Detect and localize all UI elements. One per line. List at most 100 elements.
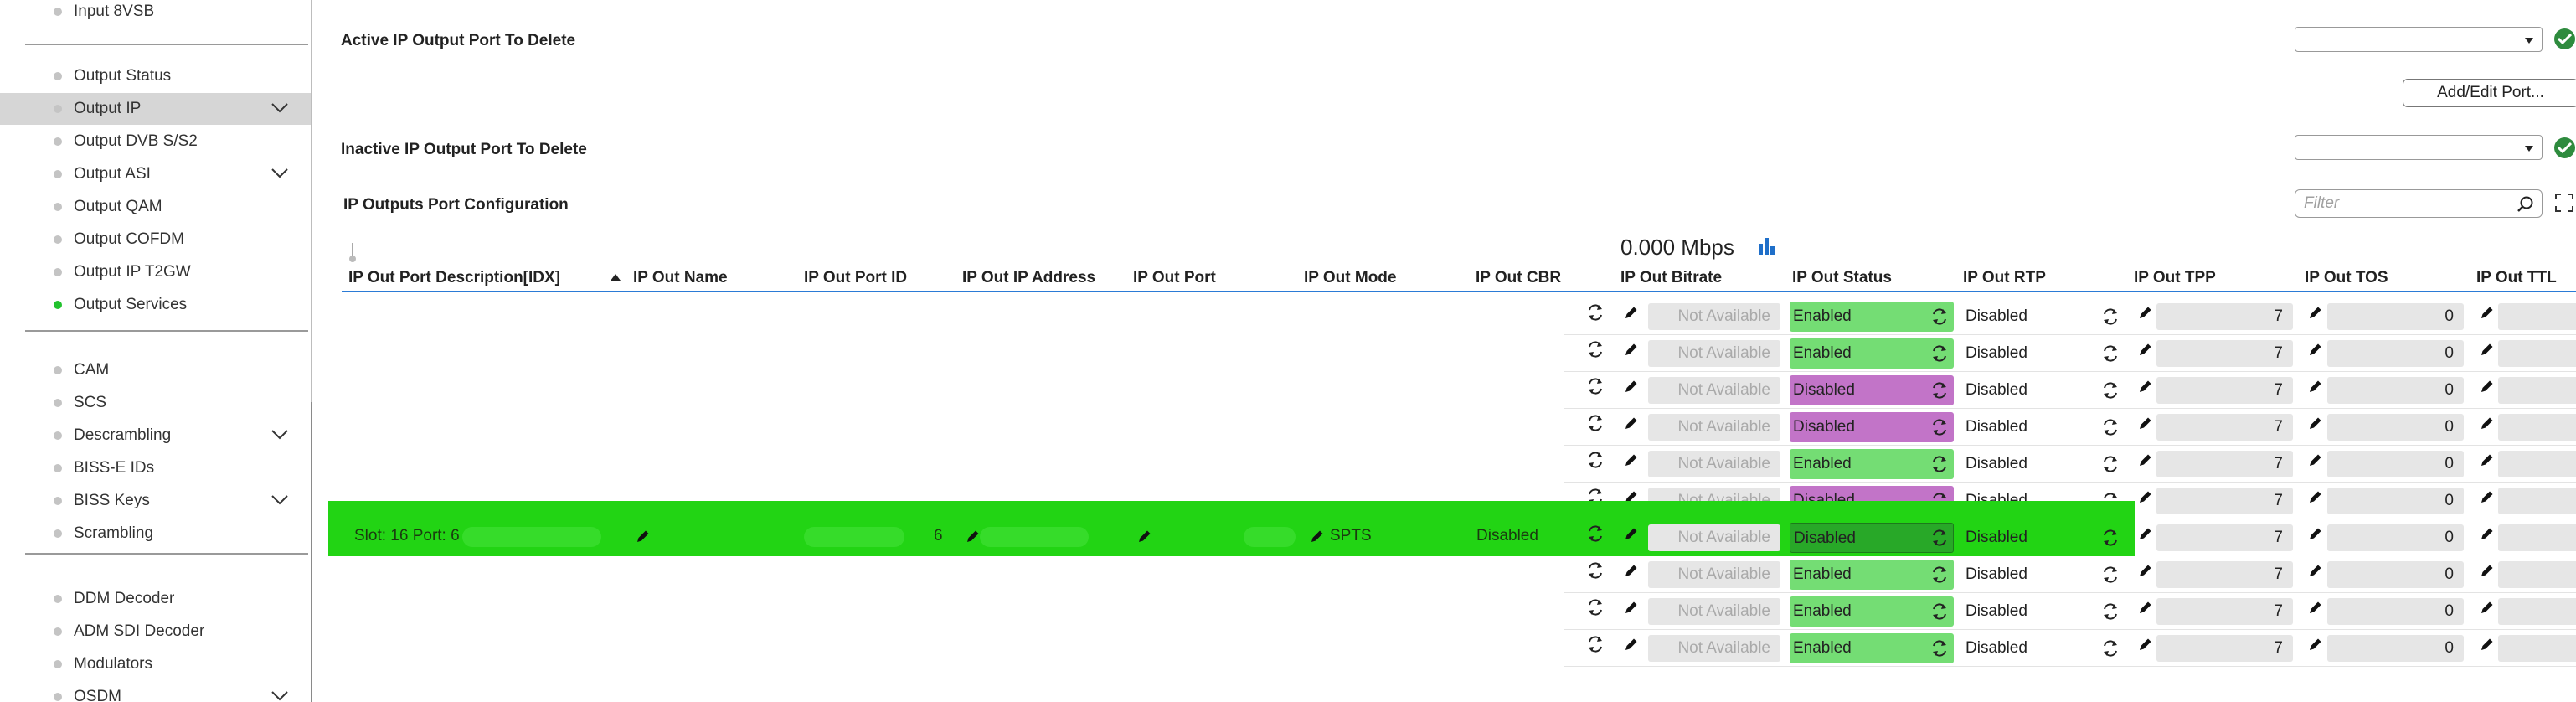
sidebar-item-biss-keys[interactable]: BISS Keys <box>0 485 311 517</box>
tos-field[interactable]: 0 <box>2327 414 2464 441</box>
sidebar-item-osdm[interactable]: OSDM <box>0 681 311 702</box>
ip-address-field[interactable] <box>980 527 1089 547</box>
status-toggle[interactable]: Enabled <box>1790 560 1954 590</box>
edit-bitrate-pencil-icon[interactable] <box>1623 304 1640 321</box>
sidebar-item-output-ip-t2gw[interactable]: Output IP T2GW <box>0 256 311 288</box>
refresh-rtp-icon[interactable] <box>2101 418 2120 436</box>
sidebar-item-scrambling[interactable]: Scrambling <box>0 518 311 550</box>
edit-tos-pencil-icon[interactable] <box>2307 636 2324 653</box>
edit-tos-pencil-icon[interactable] <box>2307 341 2324 358</box>
search-icon[interactable] <box>2517 195 2535 214</box>
refresh-cbr-icon[interactable] <box>1586 598 1605 617</box>
edit-ttl-pencil-icon[interactable] <box>2479 599 2496 616</box>
refresh-rtp-icon[interactable] <box>2101 602 2120 621</box>
edit-tos-pencil-icon[interactable] <box>2307 599 2324 616</box>
edit-tpp-pencil-icon[interactable] <box>2137 304 2154 321</box>
sidebar-item-scs[interactable]: SCS <box>0 387 311 419</box>
sidebar-item-modulators[interactable]: Modulators <box>0 648 311 680</box>
refresh-cbr-icon[interactable] <box>1586 561 1605 580</box>
edit-tos-pencil-icon[interactable] <box>2307 304 2324 321</box>
refresh-rtp-icon[interactable] <box>2101 455 2120 473</box>
status-toggle[interactable]: Disabled <box>1790 523 1954 553</box>
tos-field[interactable]: 0 <box>2327 598 2464 625</box>
sidebar-item-ddm-decoder[interactable]: DDM Decoder <box>0 583 311 615</box>
sidebar-item-descrambling[interactable]: Descrambling <box>0 420 311 452</box>
tos-field[interactable]: 0 <box>2327 635 2464 662</box>
edit-tos-pencil-icon[interactable] <box>2307 525 2324 542</box>
edit-port-pencil-icon[interactable] <box>1136 528 1153 545</box>
edit-tpp-pencil-icon[interactable] <box>2137 525 2154 542</box>
ttl-field[interactable] <box>2498 561 2576 588</box>
refresh-status-icon[interactable] <box>1930 565 1949 584</box>
edit-tpp-pencil-icon[interactable] <box>2137 488 2154 505</box>
tpp-field[interactable]: 7 <box>2156 524 2293 551</box>
refresh-status-icon[interactable] <box>1930 418 1949 436</box>
edit-bitrate-pencil-icon[interactable] <box>1623 378 1640 395</box>
tos-field[interactable]: 0 <box>2327 340 2464 367</box>
edit-tpp-pencil-icon[interactable] <box>2137 636 2154 653</box>
tpp-field[interactable]: 7 <box>2156 303 2293 330</box>
edit-bitrate-pencil-icon[interactable] <box>1623 562 1640 579</box>
refresh-cbr-icon[interactable] <box>1586 340 1605 359</box>
edit-tpp-pencil-icon[interactable] <box>2137 452 2154 468</box>
status-toggle[interactable]: Enabled <box>1790 449 1954 479</box>
edit-tos-pencil-icon[interactable] <box>2307 415 2324 431</box>
sidebar-item-input-8vsb[interactable]: Input 8VSB <box>0 0 311 28</box>
sidebar-item-output-asi[interactable]: Output ASI <box>0 158 311 190</box>
tpp-field[interactable]: 7 <box>2156 414 2293 441</box>
chevron-down-icon[interactable] <box>270 429 289 441</box>
refresh-rtp-icon[interactable] <box>2101 344 2120 363</box>
edit-ttl-pencil-icon[interactable] <box>2479 562 2496 579</box>
edit-ttl-pencil-icon[interactable] <box>2479 488 2496 505</box>
edit-ttl-pencil-icon[interactable] <box>2479 636 2496 653</box>
tpp-field[interactable]: 7 <box>2156 340 2293 367</box>
status-toggle[interactable]: Enabled <box>1790 302 1954 332</box>
column-header-ip-out-port[interactable]: IP Out Port <box>1133 269 1216 286</box>
filter-field[interactable] <box>2295 189 2543 218</box>
tos-field[interactable]: 0 <box>2327 303 2464 330</box>
edit-ttl-pencil-icon[interactable] <box>2479 525 2496 542</box>
tos-field[interactable]: 0 <box>2327 451 2464 477</box>
tpp-field[interactable]: 7 <box>2156 451 2293 477</box>
refresh-rtp-icon[interactable] <box>2101 639 2120 658</box>
edit-bitrate-pencil-icon[interactable] <box>1623 488 1640 505</box>
chevron-down-icon[interactable] <box>270 494 289 506</box>
sidebar-item-output-qam[interactable]: Output QAM <box>0 191 311 223</box>
ttl-field[interactable] <box>2498 598 2576 625</box>
confirm-inactive-delete-icon[interactable] <box>2554 137 2575 158</box>
column-header-ip-out-tos[interactable]: IP Out TOS <box>2305 269 2388 286</box>
sidebar-item-cam[interactable]: CAM <box>0 354 311 386</box>
edit-tpp-pencil-icon[interactable] <box>2137 341 2154 358</box>
column-header-ip-out-status[interactable]: IP Out Status <box>1792 269 1892 286</box>
ttl-field[interactable] <box>2498 524 2576 551</box>
status-toggle[interactable]: Disabled <box>1790 412 1954 442</box>
sidebar-item-output-dvb-s-s2[interactable]: Output DVB S/S2 <box>0 126 311 157</box>
refresh-rtp-icon[interactable] <box>2101 381 2120 400</box>
status-toggle[interactable]: Enabled <box>1790 633 1954 663</box>
chevron-down-icon[interactable] <box>270 102 289 114</box>
tpp-field[interactable]: 7 <box>2156 561 2293 588</box>
chevron-down-icon[interactable] <box>270 168 289 179</box>
column-header-ip-out-ttl[interactable]: IP Out TTL <box>2476 269 2557 286</box>
tpp-field[interactable]: 7 <box>2156 488 2293 514</box>
fullscreen-icon[interactable] <box>2554 193 2574 213</box>
bar-chart-icon[interactable] <box>1757 236 1777 256</box>
chevron-down-icon[interactable] <box>270 690 289 702</box>
edit-bitrate-pencil-icon[interactable] <box>1623 341 1640 358</box>
refresh-status-icon[interactable] <box>1930 381 1949 400</box>
edit-tos-pencil-icon[interactable] <box>2307 562 2324 579</box>
sidebar-item-biss-e-ids[interactable]: BISS-E IDs <box>0 452 311 484</box>
confirm-active-delete-icon[interactable] <box>2554 28 2575 49</box>
column-header-ip-out-port-description-idx[interactable]: IP Out Port Description[IDX] <box>348 269 561 286</box>
refresh-cbr-icon[interactable] <box>1586 414 1605 432</box>
add-edit-port-button[interactable]: Add/Edit Port... <box>2403 79 2576 107</box>
filter-input[interactable] <box>2304 194 2496 214</box>
refresh-rtp-icon[interactable] <box>2101 307 2120 326</box>
sidebar-item-output-status[interactable]: Output Status <box>0 60 311 92</box>
ttl-field[interactable] <box>2498 340 2576 367</box>
refresh-cbr-icon[interactable] <box>1586 524 1605 543</box>
